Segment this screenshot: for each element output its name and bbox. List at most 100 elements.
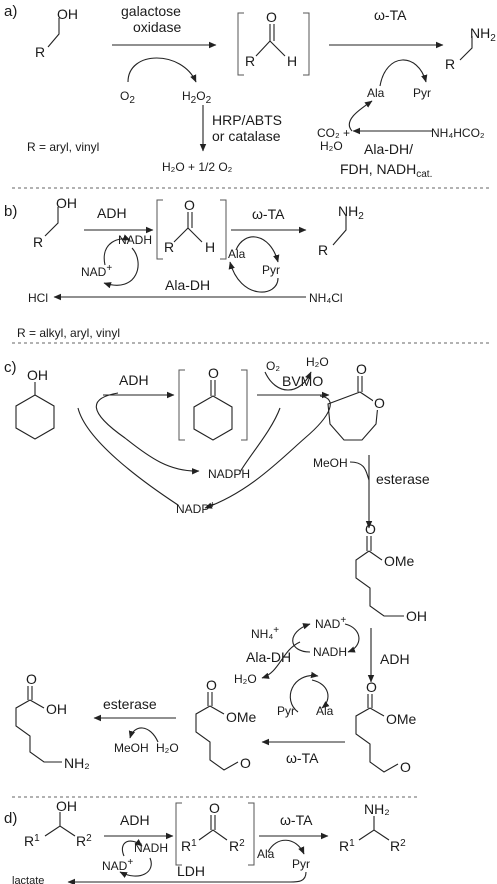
chiral-amine-nh2: NH₂ <box>364 801 390 817</box>
panel-a: a) OH R galactose oxidase O2 H2O2 O R H … <box>4 3 496 180</box>
aldehyde-ester-right-end-o: O <box>400 759 411 775</box>
amino-ester-chain <box>195 692 239 771</box>
aldehyde-b-r: R <box>164 239 174 255</box>
panel-c-label: c) <box>4 359 17 376</box>
bracket-d-left <box>175 802 182 866</box>
nh4-to-h2o-arrow <box>261 641 301 679</box>
hcl-label: HCl <box>28 291 48 305</box>
bracket-c-right <box>241 369 248 441</box>
sec-alcohol-skeleton <box>44 812 76 837</box>
enzyme-adh-d: ADH <box>120 812 150 828</box>
bracket-right <box>303 12 310 76</box>
cyclohexanone-ring <box>193 380 233 441</box>
sec-alcohol-r2: R2 <box>76 833 92 849</box>
panel-c: c) OH ADH O O₂ BVMO H₂O O O NADPH NADP+ … <box>4 355 430 775</box>
panel-b: b) OH R ADH NADH NAD+ O R H ω-TA Ala Pyr… <box>4 195 364 340</box>
aldehyde-ester-right-chain <box>355 694 399 773</box>
enzyme-bvmo: BVMO <box>282 373 323 389</box>
panel-b-label: b) <box>4 203 17 220</box>
enzyme-omega-ta-d: ω-TA <box>280 812 313 828</box>
r-definition-b: R = alkyl, aryl, vinyl <box>17 326 120 340</box>
ester-oh: OH <box>406 608 427 624</box>
pyr-label: Pyr <box>413 86 431 100</box>
ketone-o: O <box>209 800 220 816</box>
amino-acid-chain <box>15 686 62 763</box>
panel-d: d) OH R1 R2 ADH NADH NAD+ O R1 R2 Ala ω-… <box>4 798 406 884</box>
catalase: or catalase <box>212 128 281 144</box>
enzyme-esterase-1: esterase <box>376 471 430 487</box>
sec-alcohol-oh: OH <box>56 798 77 814</box>
aldehyde-b-skeleton <box>173 212 203 243</box>
nad-b: NAD+ <box>81 263 112 279</box>
arrow-ldh <box>67 871 307 884</box>
pyr-c: Pyr <box>277 704 295 718</box>
meoh-label: MeOH <box>313 456 348 470</box>
ala-d: Ala <box>257 847 275 861</box>
ketone-r2: R2 <box>229 838 245 854</box>
bracket-c-left <box>178 369 185 441</box>
amino-ester-end-group: O <box>240 755 251 771</box>
r-definition-a: R = aryl, vinyl <box>27 140 99 154</box>
acid-oh: OH <box>46 701 67 717</box>
nadp-label: NADP+ <box>176 500 215 516</box>
ala-pyr-arrow <box>379 59 428 87</box>
enzyme-esterase-2: esterase <box>103 696 157 712</box>
alcohol-oh: OH <box>57 6 78 22</box>
acid-o: O <box>26 671 37 687</box>
nad-d: NAD+ <box>102 857 133 873</box>
amino-ester-ome: OMe <box>226 709 257 725</box>
enzyme-oxidase-line2: oxidase <box>133 19 181 35</box>
alcohol-r: R <box>35 44 45 60</box>
amine-r: R <box>445 56 455 72</box>
ester-ome: OMe <box>384 553 415 569</box>
amine-b-r: R <box>318 242 328 258</box>
nadh-to-nad-arrow <box>103 247 139 289</box>
nadph-loop-right <box>239 407 281 473</box>
enzyme-omega-ta: ω-TA <box>374 7 407 23</box>
nadh-c: NADH <box>313 645 347 659</box>
nadph-label: NADPH <box>208 467 250 481</box>
sec-alcohol-r1: R1 <box>24 833 40 849</box>
enzyme-galactose-oxidase: galactose <box>121 3 181 19</box>
h2o2-label: H2O2 <box>182 89 212 106</box>
ala-b: Ala <box>228 247 246 261</box>
enzyme-ala-dh-c: Ala-DH <box>246 649 291 665</box>
amine-b-nh2: NH2 <box>338 203 364 222</box>
meoh-in-arrow <box>349 461 370 481</box>
nad-to-nadh-d-arrow <box>122 839 143 857</box>
nadh-b: NADH <box>118 233 152 247</box>
alcohol-b-oh: OH <box>56 195 77 211</box>
meoh-c2: MeOH <box>114 741 149 755</box>
ala-c: Ala <box>316 704 334 718</box>
nad-to-nadh-c-arrow <box>344 623 360 653</box>
lactone-ring-o: O <box>374 395 385 411</box>
nh4cl-label: NH₄Cl <box>309 291 343 305</box>
o2-cycle-arrow <box>127 57 197 83</box>
chiral-amine-skeleton <box>358 816 390 841</box>
pyr-to-ala-b-arrow <box>228 261 279 293</box>
nadp-to-nadph-arrow <box>95 392 200 475</box>
ala-dh-b-label: Ala-DH <box>165 277 210 293</box>
co2-label: CO₂ + <box>317 126 350 140</box>
nh4hco2-label: NH₄HCO₂ <box>431 126 485 140</box>
ketone-skeleton <box>198 815 228 841</box>
h2o-c: H₂O <box>306 355 329 369</box>
cyclohexanol-oh: OH <box>27 367 48 383</box>
fdh-nadh-label: FDH, NADHcat. <box>340 161 432 180</box>
acid-nh2: NH₂ <box>64 755 90 771</box>
panel-a-label: a) <box>4 3 17 20</box>
nad-c: NAD+ <box>315 615 346 631</box>
aldehyde-o: O <box>266 9 277 25</box>
aldehyde-r: R <box>245 53 255 69</box>
aldehyde-skeleton <box>255 24 286 57</box>
amine-nh2: NH2 <box>470 25 496 44</box>
bracket-b-left <box>156 199 163 260</box>
nh4-label: NH₄+ <box>251 625 279 641</box>
amine-b-skeleton <box>332 216 347 246</box>
bracket-b-right <box>220 199 227 260</box>
pyr-to-ala-c-arrow <box>289 671 319 713</box>
nad-to-nadh-arrow <box>103 234 131 266</box>
nadph-to-nadp-arrow <box>204 395 331 509</box>
water-oxygen: H₂O + 1/2 O₂ <box>162 160 233 174</box>
